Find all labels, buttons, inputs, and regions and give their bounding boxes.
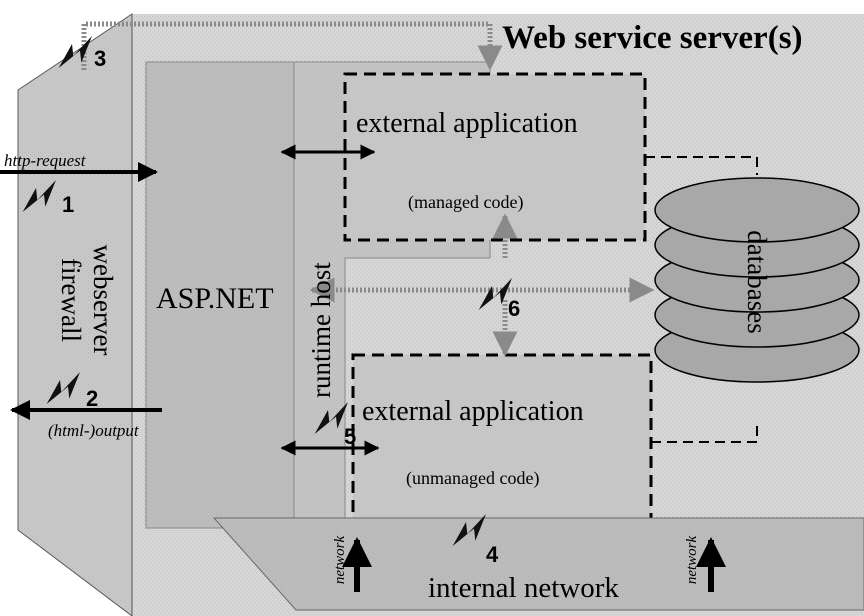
diagram-title: Web service server(s) — [502, 20, 803, 56]
threat-1: 1 — [22, 180, 74, 217]
databases-label: databases — [742, 230, 772, 333]
runtime-host-label: runtime host — [306, 262, 336, 398]
managed-app-subtitle: (managed code) — [408, 192, 523, 213]
unmanaged-db-link — [651, 420, 758, 443]
threat-4: 4 — [452, 514, 499, 567]
managed-db-link — [645, 156, 758, 175]
firewall-label-line1: webserver — [88, 245, 118, 356]
threat-6: 6 — [478, 278, 520, 321]
network-label-left: network — [332, 535, 348, 584]
threat-2: 2 — [46, 372, 98, 411]
threat-1-number: 1 — [62, 192, 74, 217]
unmanaged-app-box — [351, 353, 653, 527]
firewall-label-line2: firewall — [56, 258, 86, 342]
aspnet-label: ASP.NET — [156, 282, 274, 315]
threat-3: 3 — [58, 36, 106, 71]
unmanaged-app-subtitle: (unmanaged code) — [406, 468, 539, 489]
databases-stack — [654, 177, 860, 383]
firewall-bypass-arrow — [81, 21, 503, 71]
unmanaged-app-title: external application — [362, 396, 584, 427]
html-output-label: (html-)output — [48, 421, 140, 440]
threat-6-number: 6 — [508, 296, 520, 321]
threat-5-number: 5 — [344, 424, 356, 449]
threat-2-number: 2 — [86, 386, 98, 411]
threat-3-number: 3 — [94, 46, 106, 71]
internal-network-label: internal network — [428, 572, 619, 604]
http-request-label: http-request — [4, 151, 87, 170]
threat-4-number: 4 — [486, 542, 499, 567]
network-label-right: network — [684, 535, 700, 584]
managed-app-box — [343, 72, 647, 242]
threat-5: 5 — [314, 402, 356, 449]
managed-app-title: external application — [356, 108, 578, 139]
